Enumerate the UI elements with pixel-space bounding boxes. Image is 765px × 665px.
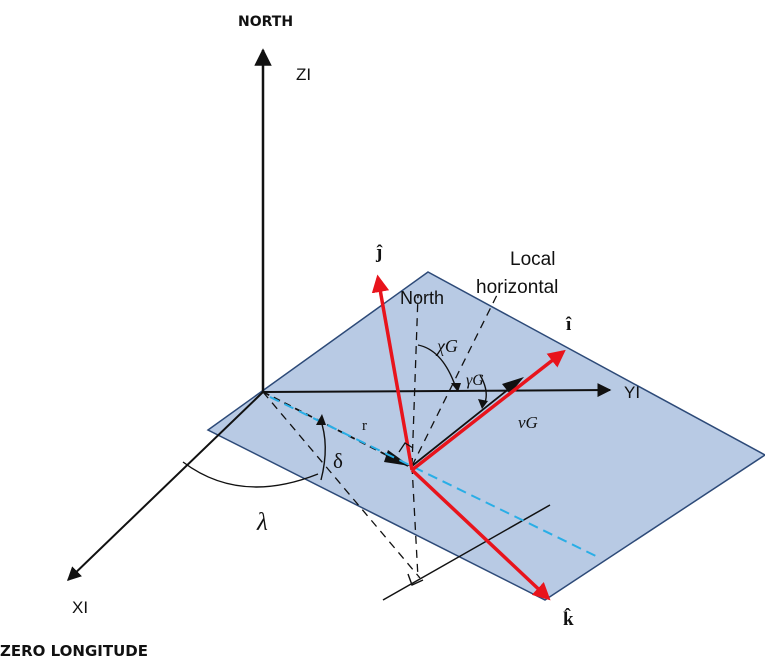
y-axis-label: YI <box>624 383 640 402</box>
vertical-drop-line <box>411 465 419 579</box>
velocity-arrowhead <box>502 377 524 394</box>
local-horizontal-label-line2: horizontal <box>476 277 558 298</box>
local-horizontal-plane <box>206 271 765 601</box>
north-axis-label: NORTH <box>238 14 293 30</box>
x-axis-label: XI <box>72 598 88 617</box>
lambda-label: λ <box>256 509 268 536</box>
north-dashed-line <box>411 294 419 467</box>
unit-vector-j <box>371 274 414 471</box>
delta-label: δ <box>333 449 343 473</box>
chi-g-arrowhead <box>451 383 461 392</box>
chi-g-label: χG <box>435 336 458 356</box>
x-axis <box>66 391 264 581</box>
y-axis <box>262 383 612 398</box>
latitude-projection-line <box>262 391 421 579</box>
right-angle-marker <box>407 573 424 586</box>
r-label: r <box>362 418 367 434</box>
lambda-arc <box>182 461 319 488</box>
zero-longitude-label: ZERO LONGITUDE <box>0 642 148 660</box>
origin-right-angle <box>398 442 414 453</box>
north-local-label: North <box>400 288 444 308</box>
unit-i-label: î <box>565 314 572 335</box>
delta-arrowhead <box>316 414 326 425</box>
gamma-g-label: γG <box>466 372 484 389</box>
unit-vector-k <box>410 468 551 601</box>
unit-j-label: ĵ <box>375 242 383 263</box>
z-axis-label: ZI <box>296 65 311 84</box>
heading-dashed-line <box>411 294 498 467</box>
chi-g-arc <box>417 344 457 389</box>
unit-k-label: k̂ <box>563 608 574 630</box>
gamma-g-arrowhead <box>478 399 488 409</box>
velocity-vector <box>411 379 521 467</box>
local-horizontal-label-line1: Local <box>510 249 555 270</box>
v-g-label: vG <box>518 413 538 432</box>
unit-vector-i <box>410 349 566 472</box>
cyan-dashed-line <box>269 396 601 559</box>
